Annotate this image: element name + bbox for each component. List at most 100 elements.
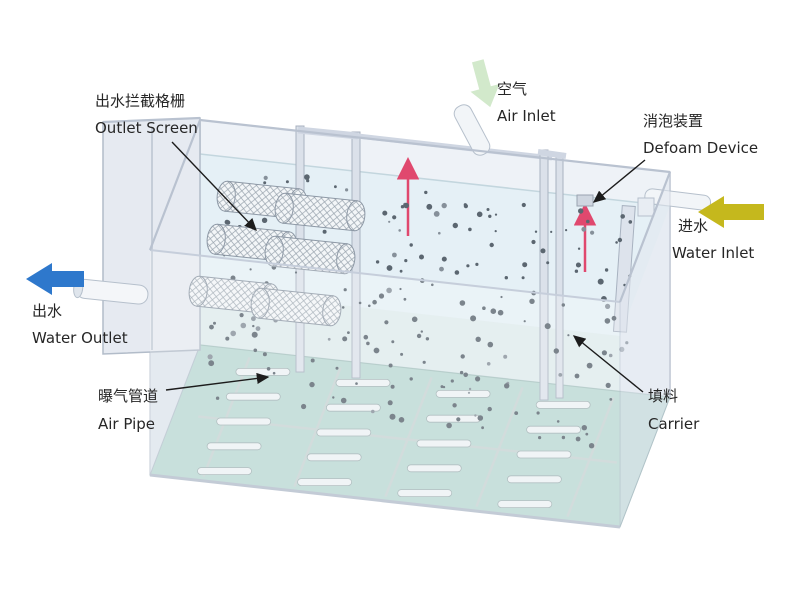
label-defoam-zh: 消泡装置 xyxy=(643,112,703,130)
carrier-dot xyxy=(389,413,396,420)
carrier-dot xyxy=(567,334,570,337)
carrier-dot xyxy=(424,190,428,195)
carrier-dot xyxy=(263,175,268,180)
outlet-screen-cylinders xyxy=(188,180,366,327)
air-diffuser-bar xyxy=(306,453,362,462)
carrier-dot xyxy=(249,268,252,271)
carrier-dot xyxy=(452,222,458,229)
carrier-dot xyxy=(411,316,418,323)
carrier-dot xyxy=(488,214,492,218)
carrier-dot xyxy=(334,185,337,189)
pointer-outlet-screen xyxy=(171,141,257,232)
carrier-dot xyxy=(391,340,395,344)
carrier-dot xyxy=(225,336,230,341)
carrier-dot xyxy=(253,348,258,353)
carrier-dot xyxy=(574,373,580,379)
carrier-dot xyxy=(470,315,477,322)
carrier-dot xyxy=(390,384,395,389)
carrier-dot xyxy=(486,362,491,366)
carrier-dot xyxy=(581,425,587,431)
carrier-dot xyxy=(578,208,584,214)
carrier-dot xyxy=(438,231,441,235)
carrier-dot xyxy=(611,315,617,321)
carrier-dot xyxy=(553,348,559,354)
label-air-pipe-en: Air Pipe xyxy=(98,415,155,433)
front-bottom-edge xyxy=(149,473,621,529)
carrier-dot xyxy=(467,391,471,394)
carrier-dot xyxy=(459,300,466,306)
carrier-dot xyxy=(586,362,593,369)
carrier-dot xyxy=(399,269,403,273)
carrier-dot xyxy=(343,288,347,292)
carrier-dot xyxy=(251,316,256,322)
carrier-dot xyxy=(581,226,587,232)
air-diffuser-bar xyxy=(416,439,472,448)
carrier-dot xyxy=(340,397,347,404)
carrier-dot xyxy=(494,213,498,216)
carrier-dot xyxy=(230,330,236,337)
annotation-arrows xyxy=(165,141,646,393)
label-defoam-en: Defoam Device xyxy=(643,139,758,157)
screen-cylinder-2 xyxy=(274,192,366,232)
carrier-dot xyxy=(386,265,393,271)
air-diffuser-bar xyxy=(325,403,381,412)
carrier-dot xyxy=(255,326,261,331)
water-outlet-arrow xyxy=(26,263,84,295)
carrier-dot xyxy=(605,303,611,309)
carrier-dot xyxy=(347,331,350,334)
carrier-dot xyxy=(474,414,477,417)
carrier-dot xyxy=(459,370,464,375)
carrier-dot xyxy=(422,360,426,364)
carrier-dot xyxy=(574,269,579,273)
screen-cylinder-4 xyxy=(264,235,356,275)
carrier-dot xyxy=(431,283,434,287)
carrier-dot xyxy=(368,304,371,308)
carrier-dot xyxy=(565,229,568,232)
air-diffuser-bar xyxy=(225,392,281,401)
label-outlet-screen-en: Outlet Screen xyxy=(95,119,198,137)
carrier-dot xyxy=(371,409,375,414)
frame-crossbar-2 xyxy=(537,149,567,159)
label-outlet-screen-zh: 出水拦截格栅 xyxy=(95,92,185,110)
air-pipe-grid xyxy=(197,357,617,517)
carrier-dot xyxy=(304,174,310,180)
carrier-dot xyxy=(620,214,625,219)
carrier-dot xyxy=(466,264,470,268)
air-manifold-line xyxy=(202,357,251,477)
carrier-dot xyxy=(604,268,609,272)
front-rim-edge xyxy=(149,249,621,303)
carrier-dot xyxy=(398,417,405,423)
carrier-dot xyxy=(375,260,380,264)
carrier-dot xyxy=(546,261,550,265)
carrier-dot xyxy=(452,403,457,408)
label-carrier-zh: 填料 xyxy=(648,387,678,405)
carrier-dot xyxy=(372,299,377,305)
carrier-dot xyxy=(387,400,393,406)
carrier-dot xyxy=(399,287,402,291)
carrier-dot xyxy=(252,324,255,328)
carrier-dot xyxy=(450,379,454,383)
carrier-dot xyxy=(481,426,484,430)
inlet-elbow xyxy=(637,197,655,217)
air-diffuser-bar xyxy=(316,428,372,437)
carrier-dot xyxy=(366,341,370,346)
carrier-dot xyxy=(441,256,447,262)
carrier-dot xyxy=(504,383,510,389)
carrier-dot xyxy=(215,396,220,400)
carrier-dot xyxy=(439,266,444,272)
label-water-outlet-zh: 出水 xyxy=(32,302,62,320)
carrier-dot xyxy=(446,422,452,429)
carrier-dot xyxy=(400,352,404,356)
air-diffuser-bar xyxy=(297,478,353,487)
carrier-dot xyxy=(388,363,393,368)
carrier-dot xyxy=(521,202,526,208)
carrier-dot xyxy=(475,262,479,266)
carrier-dot xyxy=(240,322,247,329)
carrier-dot xyxy=(463,372,469,378)
carrier-dot xyxy=(529,298,535,304)
carrier-dot xyxy=(342,336,348,342)
carrier-dot xyxy=(263,181,267,185)
carrier-dot xyxy=(294,271,298,274)
carrier-dot xyxy=(475,376,481,382)
